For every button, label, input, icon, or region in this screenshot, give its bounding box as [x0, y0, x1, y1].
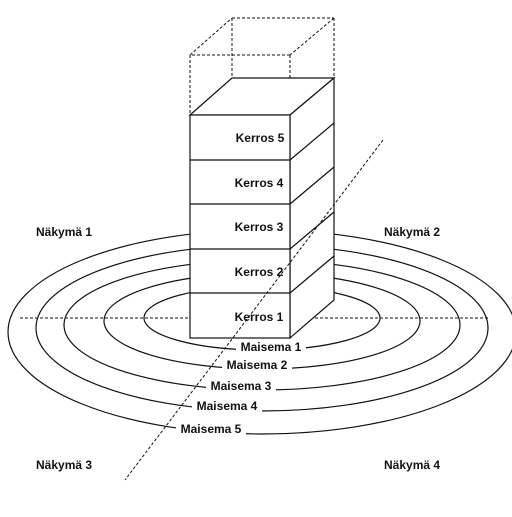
floor-label-5: Kerros 5: [236, 131, 285, 145]
tower: [188, 76, 336, 340]
landscape-label-4: Maisema 4: [197, 399, 258, 413]
landscape-label-3: Maisema 3: [211, 379, 272, 393]
tower-right-face: [289, 76, 335, 340]
landscape-labels: Maisema 1 Maisema 2 Maisema 3 Maisema 4 …: [176, 340, 306, 436]
floor-label-3: Kerros 3: [235, 220, 284, 234]
floor-label-1: Kerros 1: [235, 310, 284, 324]
landscape-label-1: Maisema 1: [241, 340, 302, 354]
view-label-3: Näkymä 3: [36, 458, 92, 472]
view-label-1: Näkymä 1: [36, 225, 92, 239]
floor-label-2: Kerros 2: [235, 265, 284, 279]
view-label-2: Näkymä 2: [384, 225, 440, 239]
landscape-label-2: Maisema 2: [227, 358, 288, 372]
diagonal-dashed-axis: [124, 139, 384, 481]
view-label-4: Näkymä 4: [384, 458, 440, 472]
floor-labels: Kerros 5 Kerros 4 Kerros 3 Kerros 2 Kerr…: [235, 131, 285, 324]
tower-front-face: [189, 114, 291, 339]
floor-label-4: Kerros 4: [235, 176, 284, 190]
landscape-label-5: Maisema 5: [181, 422, 242, 436]
